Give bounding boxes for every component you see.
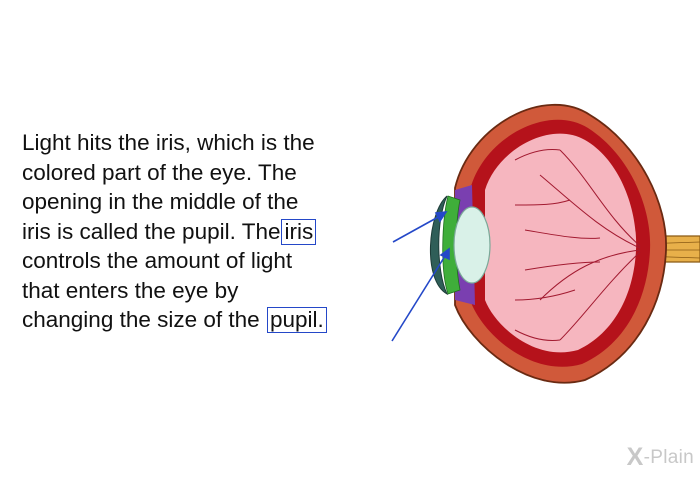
pupil-highlight-box: pupil. [266,307,327,333]
lens [453,206,491,284]
logo-mark: X [626,443,644,471]
logo-word: -Plain [643,447,694,468]
text-line-1: Light hits the iris, which is the [22,130,315,155]
retina [485,133,637,353]
xplain-logo: X-Plain [627,443,694,472]
text-line-5: controls the amount of light [22,248,293,273]
text-line-7: changing the size of the pupil. [22,305,422,335]
iris-highlight-box: iris [281,218,317,245]
annotation-arrows [391,211,450,342]
explanation-text: Light hits the iris, which is the colore… [22,128,422,335]
text-line-4-lead: iris is called the pupil. The [22,218,281,244]
text-line-6: that enters the eye by [22,277,239,303]
cornea [430,195,449,296]
text-line-2: colored part of the eye. The [22,159,297,185]
blood-vessels [514,149,641,341]
text-line-3: opening in the middle of the [22,189,299,214]
ciliary-body [442,195,461,295]
text-line-7-lead: changing the size of the [22,307,260,332]
